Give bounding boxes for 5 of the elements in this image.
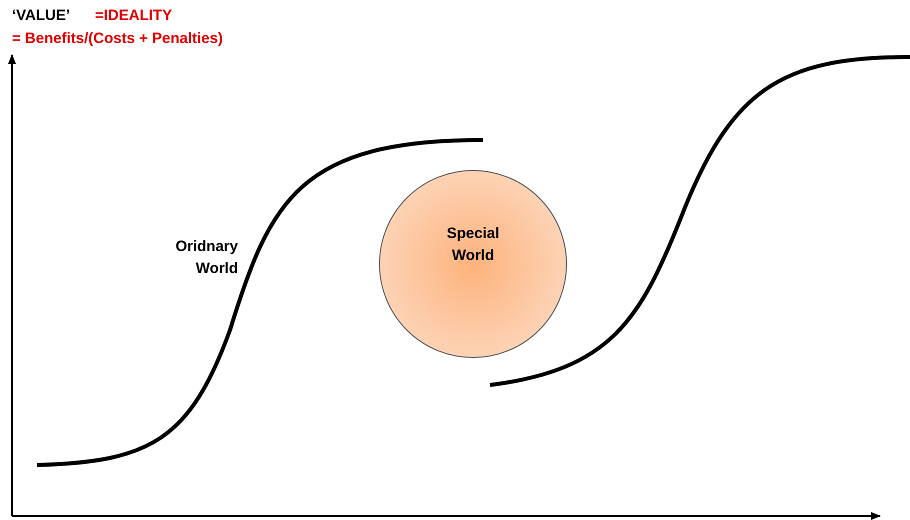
formula-text: = Benefits/(Costs + Penalties) (12, 29, 223, 49)
formula-text: =IDEALITY (95, 6, 172, 26)
circle-label: Special World (446, 224, 500, 266)
curve-label: Oridnary World (174, 237, 238, 279)
axis-label: ‘VALUE’ (12, 6, 70, 26)
